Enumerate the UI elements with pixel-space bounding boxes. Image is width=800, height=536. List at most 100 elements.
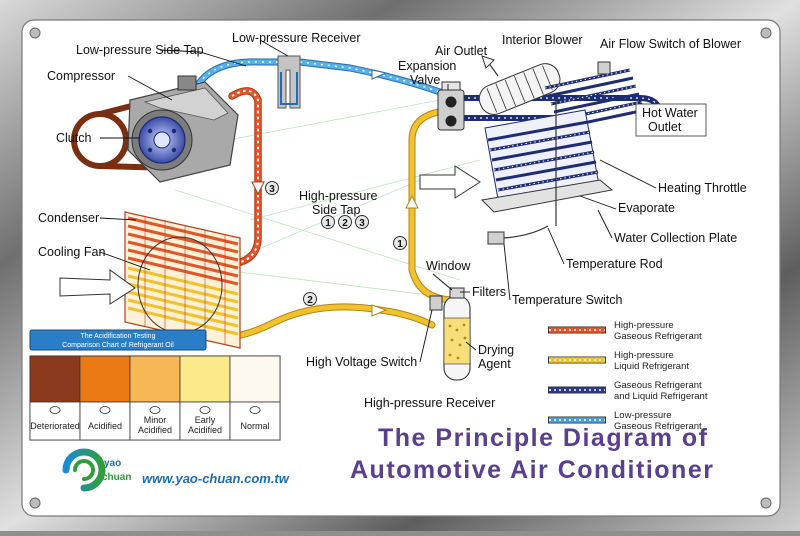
label-hot-water: Hot Water xyxy=(642,106,698,120)
oil-drop-icon xyxy=(149,406,161,414)
label-water-collection-plate: Water Collection Plate xyxy=(614,231,737,245)
marker-1-pipe: 1 xyxy=(393,236,407,250)
label-high-pressure: High-pressure xyxy=(299,189,378,203)
marker-1-side-tap: 1 xyxy=(321,215,335,229)
label-temperature-rod: Temperature Rod xyxy=(566,257,663,271)
evaporator xyxy=(480,98,614,226)
svg-text:3: 3 xyxy=(359,218,365,229)
screw-icon xyxy=(760,27,772,39)
high-pressure-receiver xyxy=(429,287,471,381)
svg-text:2: 2 xyxy=(342,218,348,229)
legend-label-line1: Gaseous Refrigerant xyxy=(614,380,702,391)
legend-label-line2: and Liquid Refrigerant xyxy=(614,391,708,402)
leader-lines xyxy=(99,39,657,363)
label-low-pressure-receiver: Low-pressure Receiver xyxy=(232,31,361,45)
label-side-tap: Side Tap xyxy=(312,203,360,217)
legend-label-line2: Gaseous Refrigerant xyxy=(614,421,702,432)
acid-swatch-label-1: Early xyxy=(195,415,216,425)
label-window: Window xyxy=(426,259,471,273)
water-collection-plate-icon xyxy=(480,179,614,213)
acid-chart-header xyxy=(29,329,207,351)
svg-text:1: 1 xyxy=(325,218,331,229)
label-high-pressure-receiver: High-pressure Receiver xyxy=(364,396,495,410)
title-line-1: The Principle Diagram of xyxy=(378,424,709,452)
label-expansion: Expansion xyxy=(398,59,456,73)
label-air-flow-switch: Air Flow Switch of Blower xyxy=(600,37,741,51)
screw-icon xyxy=(29,497,41,509)
label-drying: Drying xyxy=(478,343,514,357)
marker-3-side-tap: 3 xyxy=(355,215,369,229)
label-clutch: Clutch xyxy=(56,131,91,145)
compressor xyxy=(71,75,239,183)
label-interior-blower: Interior Blower xyxy=(502,33,583,47)
interior-blower xyxy=(478,55,561,115)
acid-swatch-color xyxy=(29,355,81,403)
label-filters: Filters xyxy=(472,285,506,299)
air-flow-switch-icon xyxy=(597,61,611,75)
temperature-rod-icon xyxy=(503,225,549,239)
acid-swatch: Acidified xyxy=(79,355,131,441)
label-evaporate: Evaporate xyxy=(618,201,675,215)
marker-2-pipe: 2 xyxy=(303,292,317,306)
brand-name-2: chuan xyxy=(102,472,131,483)
acid-swatch-color xyxy=(229,355,281,403)
legend-label-line1: High-pressure xyxy=(614,350,674,361)
legend-label-line2: Gaseous Refrigerant xyxy=(614,331,702,342)
label-agent: Agent xyxy=(478,357,511,371)
label-high-voltage-switch: High Voltage Switch xyxy=(306,355,417,369)
expansion-valve xyxy=(437,81,465,131)
acid-swatch-label-2: Acidified xyxy=(138,425,172,435)
marker-3-pipe: 3 xyxy=(265,181,279,195)
acid-chart-title-1: The Acidification Testing xyxy=(81,333,156,340)
label-valve: Valve xyxy=(410,73,440,87)
brand-url[interactable]: www.yao-chuan.com.tw xyxy=(142,471,290,486)
legend-label-line1: Low-pressure xyxy=(614,410,672,421)
airflow-arrow-icon xyxy=(59,269,136,305)
brand-logo: yao chuan xyxy=(62,448,131,492)
acid-swatch-label-2: Acidified xyxy=(188,425,222,435)
screw-icon xyxy=(760,497,772,509)
legend-label-line1: High-pressure xyxy=(614,320,674,331)
oil-drop-icon xyxy=(99,406,111,414)
title-line-2: Automotive Air Conditioner xyxy=(350,456,714,484)
label-compressor: Compressor xyxy=(47,69,115,83)
airflow-arrow-icon xyxy=(419,165,481,199)
acid-chart: The Acidification Testing Comparison Cha… xyxy=(29,329,281,441)
temperature-switch-icon xyxy=(487,231,505,245)
label-air-outlet: Air Outlet xyxy=(435,44,488,58)
label-temperature-switch: Temperature Switch xyxy=(512,293,623,307)
screw-icon xyxy=(29,27,41,39)
legend-label-line2: Liquid Refrigerant xyxy=(614,361,689,372)
acid-swatch-label-1: Deteriorated xyxy=(30,421,80,431)
label-cooling-fan: Cooling Fan xyxy=(38,245,105,259)
label-heating-throttle: Heating Throttle xyxy=(658,181,747,195)
brand-name-1: yao xyxy=(104,458,121,469)
label-low-pressure-side-tap: Low-pressure Side Tap xyxy=(76,43,204,57)
yao-chuan-logo-icon xyxy=(62,448,106,492)
svg-text:2: 2 xyxy=(307,295,313,306)
acid-swatch-label-1: Minor xyxy=(144,415,167,425)
acid-swatch-color xyxy=(179,355,231,403)
oil-drop-icon xyxy=(49,406,61,414)
acid-swatch: Normal xyxy=(229,355,281,441)
acid-swatch-label-1: Acidified xyxy=(88,421,122,431)
high-pressure-gas-pipe xyxy=(226,87,265,268)
hot-water-outlet-box xyxy=(635,103,707,137)
high-voltage-switch-icon xyxy=(429,295,443,311)
svg-text:1: 1 xyxy=(397,239,403,250)
acid-swatch-color xyxy=(79,355,131,403)
marker-2-side-tap: 2 xyxy=(338,215,352,229)
acid-swatch: Deteriorated xyxy=(29,355,81,441)
condenser xyxy=(124,211,241,349)
label-condenser: Condenser xyxy=(38,211,99,225)
acid-chart-title-2: Comparison Chart of Refrigerant Oil xyxy=(62,342,174,349)
